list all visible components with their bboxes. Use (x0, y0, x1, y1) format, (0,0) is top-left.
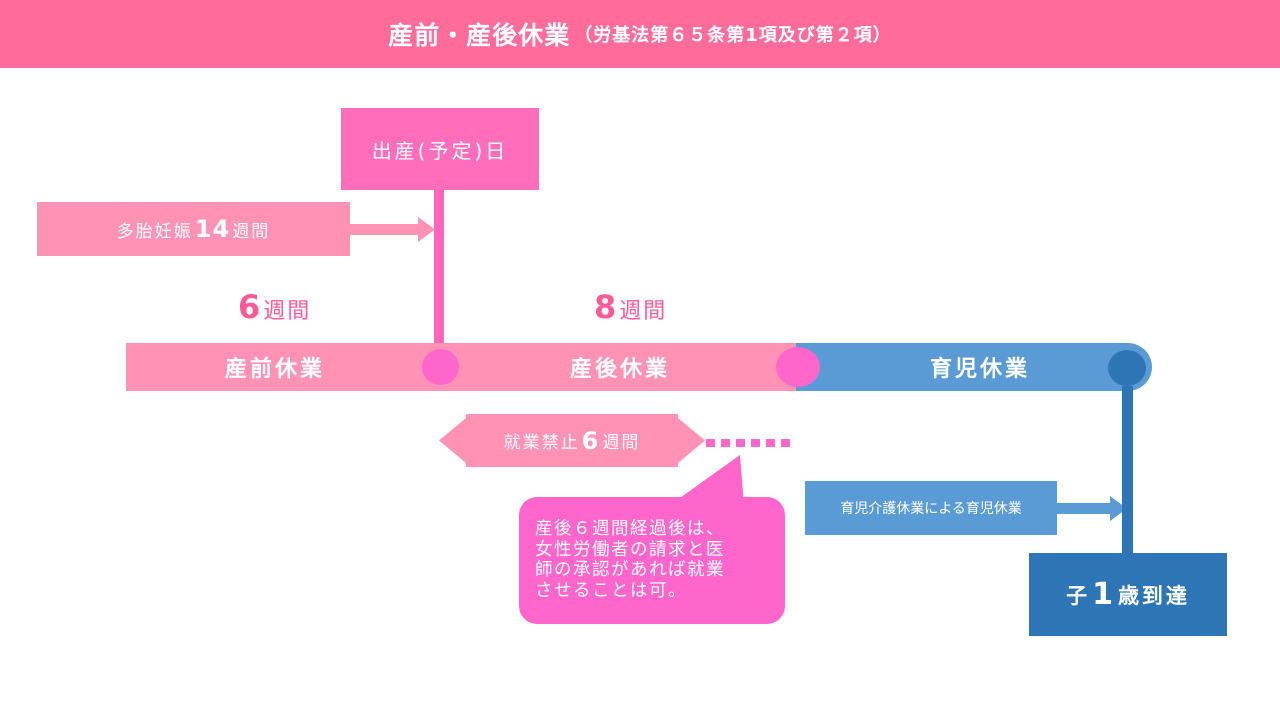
postnatal-leave-label: 産後休業 (569, 357, 670, 382)
note-bubble: 産後６週間経過後は、 女性労働者の請求と医 師の承認があれば就業 させることは可… (519, 497, 785, 624)
care-leave-label: 育児介護休業による育児休業 (840, 501, 1022, 517)
page-title: 産前・産後休業 (388, 21, 571, 50)
work-prohibition-box: 就業禁止 6 週間 (466, 414, 678, 467)
multi-arrow-shaft (350, 224, 420, 235)
work-prohibition-prefix: 就業禁止 (503, 433, 580, 453)
note-line: させることは可。 (535, 580, 687, 601)
postnatal-weeks-number: 8 (594, 288, 617, 326)
note-line: 師の承認があれば就業 (535, 560, 725, 580)
prenatal-leave-label: 産前休業 (224, 357, 325, 382)
age-one-suffix: 歳到達 (1117, 583, 1190, 608)
multiple-pregnancy-prefix: 多胎妊娠 (116, 221, 193, 242)
multiple-pregnancy-unit: 週間 (232, 221, 271, 242)
maternity-leave-bar (126, 343, 816, 391)
birth-date-box: 出産(予定)日 (341, 108, 539, 190)
header-bar: 産前・産後休業 （労基法第６５条第1項及び第２項） (0, 0, 1280, 68)
prohibition-arrow-left (439, 418, 466, 463)
age-one-line (1122, 386, 1133, 556)
prenatal-weeks-unit: 週間 (263, 299, 312, 324)
multi-arrow-head (418, 217, 435, 242)
work-prohibition-number: 6 (581, 426, 601, 455)
care-arrow-shaft (1057, 503, 1113, 514)
multiple-pregnancy-number: 14 (194, 215, 231, 243)
multiple-pregnancy-box: 多胎妊娠 14 週間 (37, 202, 350, 256)
birth-marker-dot (422, 349, 459, 385)
childcare-leave-label: 育児休業 (929, 357, 1030, 382)
page-subtitle: （労基法第６５条第1項及び第２項） (574, 25, 892, 46)
note-line: 女性労働者の請求と医 (535, 539, 725, 560)
care-arrow-head (1110, 496, 1127, 521)
postnatal-weeks-label: 8 週間 (594, 288, 667, 326)
care-leave-box: 育児介護休業による育児休業 (805, 481, 1057, 535)
prenatal-weeks-label: 6 週間 (238, 288, 311, 326)
prenatal-weeks-number: 6 (238, 288, 261, 326)
postnatal-weeks-unit: 週間 (619, 299, 668, 324)
postnatal-end-dot (776, 347, 820, 387)
age-one-box: 子 1 歳到達 (1029, 553, 1227, 636)
childcare-leave-bar (796, 343, 1152, 391)
bubble-pointer (670, 455, 744, 505)
birth-date-line (434, 190, 444, 350)
age-one-prefix: 子 (1066, 583, 1091, 608)
childcare-end-dot (1108, 350, 1146, 386)
prohibition-arrow-right (678, 418, 705, 463)
birth-date-label: 出産(予定)日 (371, 138, 509, 163)
work-prohibition-unit: 週間 (602, 433, 641, 453)
note-line: 産後６週間経過後は、 (535, 519, 725, 539)
age-one-number: 1 (1092, 577, 1116, 612)
